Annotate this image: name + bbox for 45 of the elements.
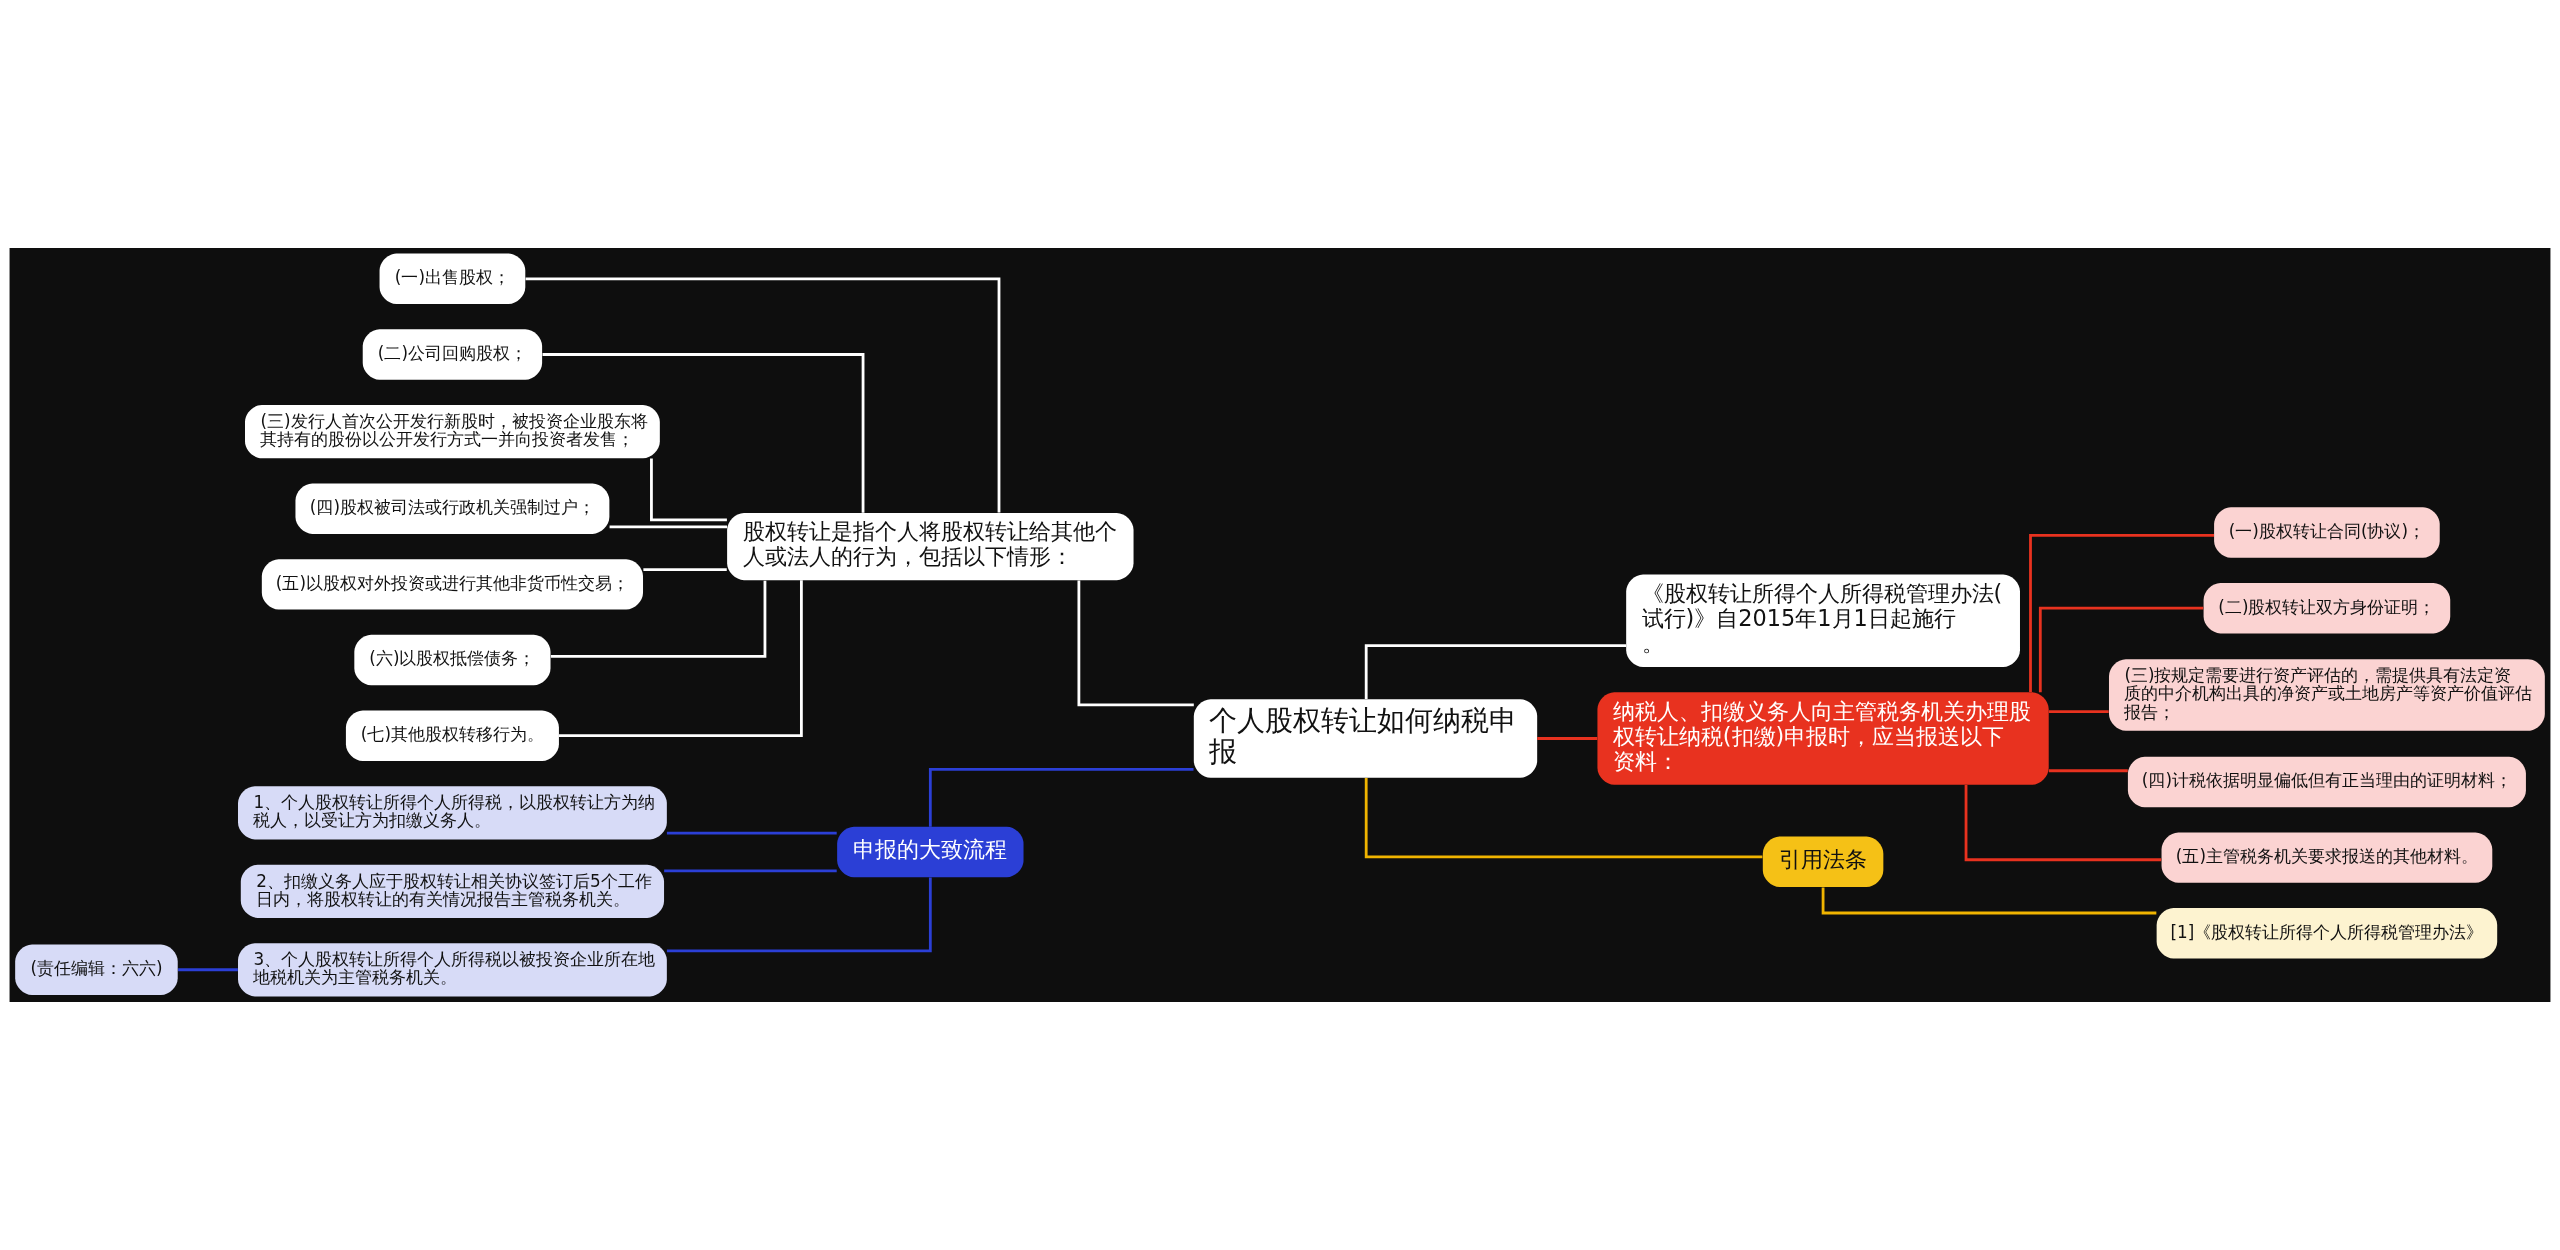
connector <box>2029 533 2214 692</box>
connector <box>1537 737 1598 740</box>
node-box: (二)公司回购股权； <box>362 329 543 380</box>
connector <box>928 767 1194 827</box>
connector <box>2048 710 2109 713</box>
node-box: (四)计税依据明显偏低但有正当理由的证明材料； <box>2127 756 2526 808</box>
connector <box>666 831 837 835</box>
node-box: 3、个人股权转让所得个人所得税以被投资企业所在地地税机关为主管税务机关。 <box>238 943 667 997</box>
connector <box>1821 887 2157 915</box>
node-box: (一)股权转让合同(协议)； <box>2214 507 2440 558</box>
node-box: 纳税人、扣缴义务人向主管税务机关办理股权转让纳税(扣缴)申报时，应当报送以下资料： <box>1597 692 2049 785</box>
connector <box>178 968 238 972</box>
node-box: 股权转让是指个人将股权转让给其他个人或法人的行为，包括以下情形： <box>727 512 1134 581</box>
connector <box>2038 606 2204 693</box>
node-box: (一)出售股权； <box>379 253 526 305</box>
node-box: 引用法条 <box>1762 836 1884 888</box>
connector <box>666 877 932 953</box>
node-box: 2、扣缴义务人应于股权转让相关协议签订后5个工作日内，将股权转让的有关情况报告主管税务机关。 <box>240 864 665 918</box>
connector <box>2048 769 2128 773</box>
node-box: 个人股权转让如何纳税申报 <box>1193 699 1538 778</box>
connector <box>550 580 767 658</box>
node-box: [1]《股权转让所得个人所得税管理办法》 <box>2156 908 2498 959</box>
node-box: (七)其他股权转移行为。 <box>345 710 559 761</box>
node-box: (三)按规定需要进行资产评估的，需提供具有法定资质的中介机构出具的净资产或土地房产等资产价值评估报告； <box>2109 659 2545 731</box>
node-box: (五)以股权对外投资或进行其他非货币性交易； <box>261 559 643 610</box>
node-box: (四)股权被司法或行政机关强制过户； <box>295 483 610 534</box>
connector <box>609 525 727 529</box>
node-box: 1、个人股权转让所得个人所得税，以股权转让方为纳税人，以受让方为扣缴义务人。 <box>238 786 667 840</box>
node-box: (二)股权转让双方身份证明； <box>2203 582 2451 634</box>
connector <box>1364 644 1626 700</box>
node-box: 《股权转让所得个人所得税管理办法(试行)》自2015年1月1日起施行。 <box>1626 574 2020 668</box>
connector <box>559 580 803 738</box>
node-box: (责任编辑：六六) <box>15 944 178 995</box>
connector <box>1364 777 1763 859</box>
node-box: (五)主管税务机关要求报送的其他材料。 <box>2161 832 2493 883</box>
connector <box>1964 785 2162 862</box>
connector <box>542 353 865 513</box>
connector <box>650 458 727 522</box>
connector <box>643 568 727 572</box>
node-box: (三)发行人首次公开发行新股时，被投资企业股东将其持有的股份以公开发行方式一并向投资者发售； <box>245 404 660 459</box>
node-box: 申报的大致流程 <box>837 826 1024 878</box>
connector <box>664 869 837 873</box>
connector <box>1077 580 1194 707</box>
node-box: (六)以股权抵偿债务； <box>354 634 551 686</box>
connector <box>525 277 1001 513</box>
